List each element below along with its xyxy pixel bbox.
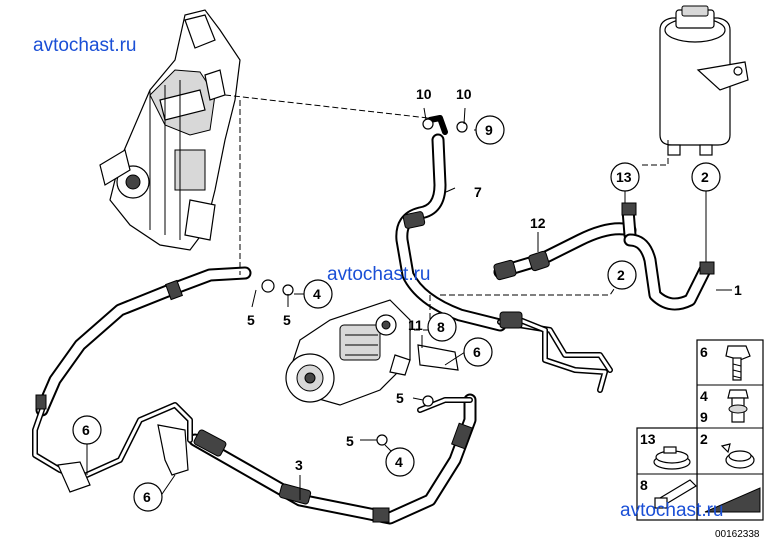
callout-2b: 2: [617, 267, 625, 283]
steering-gear-assembly: [99, 9, 241, 251]
leader-lines: [86, 94, 732, 500]
reservoir: [659, 5, 749, 156]
callout-11: 11: [408, 317, 423, 333]
callout-4a: 4: [313, 286, 321, 302]
legend-label-4: 4: [700, 388, 708, 404]
callout-3: 3: [295, 457, 303, 473]
bolt-icon: [725, 345, 751, 381]
callout-5c: 5: [396, 390, 404, 406]
banjo-bolt-icon: [727, 389, 749, 423]
callout-12: 12: [530, 215, 546, 231]
callout-5b: 5: [283, 312, 291, 328]
callout-10a: 10: [416, 86, 432, 102]
hose-clip-icon: [720, 443, 755, 469]
callout-6a: 6: [473, 344, 481, 360]
callout-2a: 2: [701, 169, 709, 185]
watermark-bottom-right: avtochast.ru: [620, 500, 724, 521]
callout-7: 7: [474, 184, 482, 200]
hose-clamp-icon: [653, 446, 691, 470]
callout-6b: 6: [82, 422, 90, 438]
callout-6c: 6: [143, 489, 151, 505]
diagram-code: 00162338: [715, 529, 760, 540]
parts-legend: 6 4 9 13 2 8: [636, 339, 764, 540]
legend-label-8: 8: [640, 477, 648, 493]
hoses: [32, 115, 715, 525]
callout-13: 13: [616, 169, 632, 185]
cable-tie-icon: [654, 479, 697, 509]
callout-5d: 5: [346, 433, 354, 449]
grommet-icon: [704, 487, 761, 513]
watermark-center: avtochast.ru: [327, 264, 431, 285]
callout-8: 8: [437, 319, 445, 335]
legend-label-13: 13: [640, 431, 656, 447]
callout-bubbles: [72, 115, 721, 512]
callout-9: 9: [485, 122, 493, 138]
callout-10b: 10: [456, 86, 472, 102]
legend-label-9: 9: [700, 409, 708, 425]
legend-label-6: 6: [700, 344, 708, 360]
callout-4b: 4: [395, 454, 403, 470]
callout-5a: 5: [247, 312, 255, 328]
callout-numbers: 10 10 9 13 2 7 12 2 1 4 5 5 11 8 6 6 5 5…: [82, 86, 742, 505]
legend-label-2: 2: [700, 431, 708, 447]
power-steering-pump: [285, 299, 411, 406]
callout-1: 1: [734, 282, 742, 298]
watermark-top-left: avtochast.ru: [33, 35, 137, 56]
